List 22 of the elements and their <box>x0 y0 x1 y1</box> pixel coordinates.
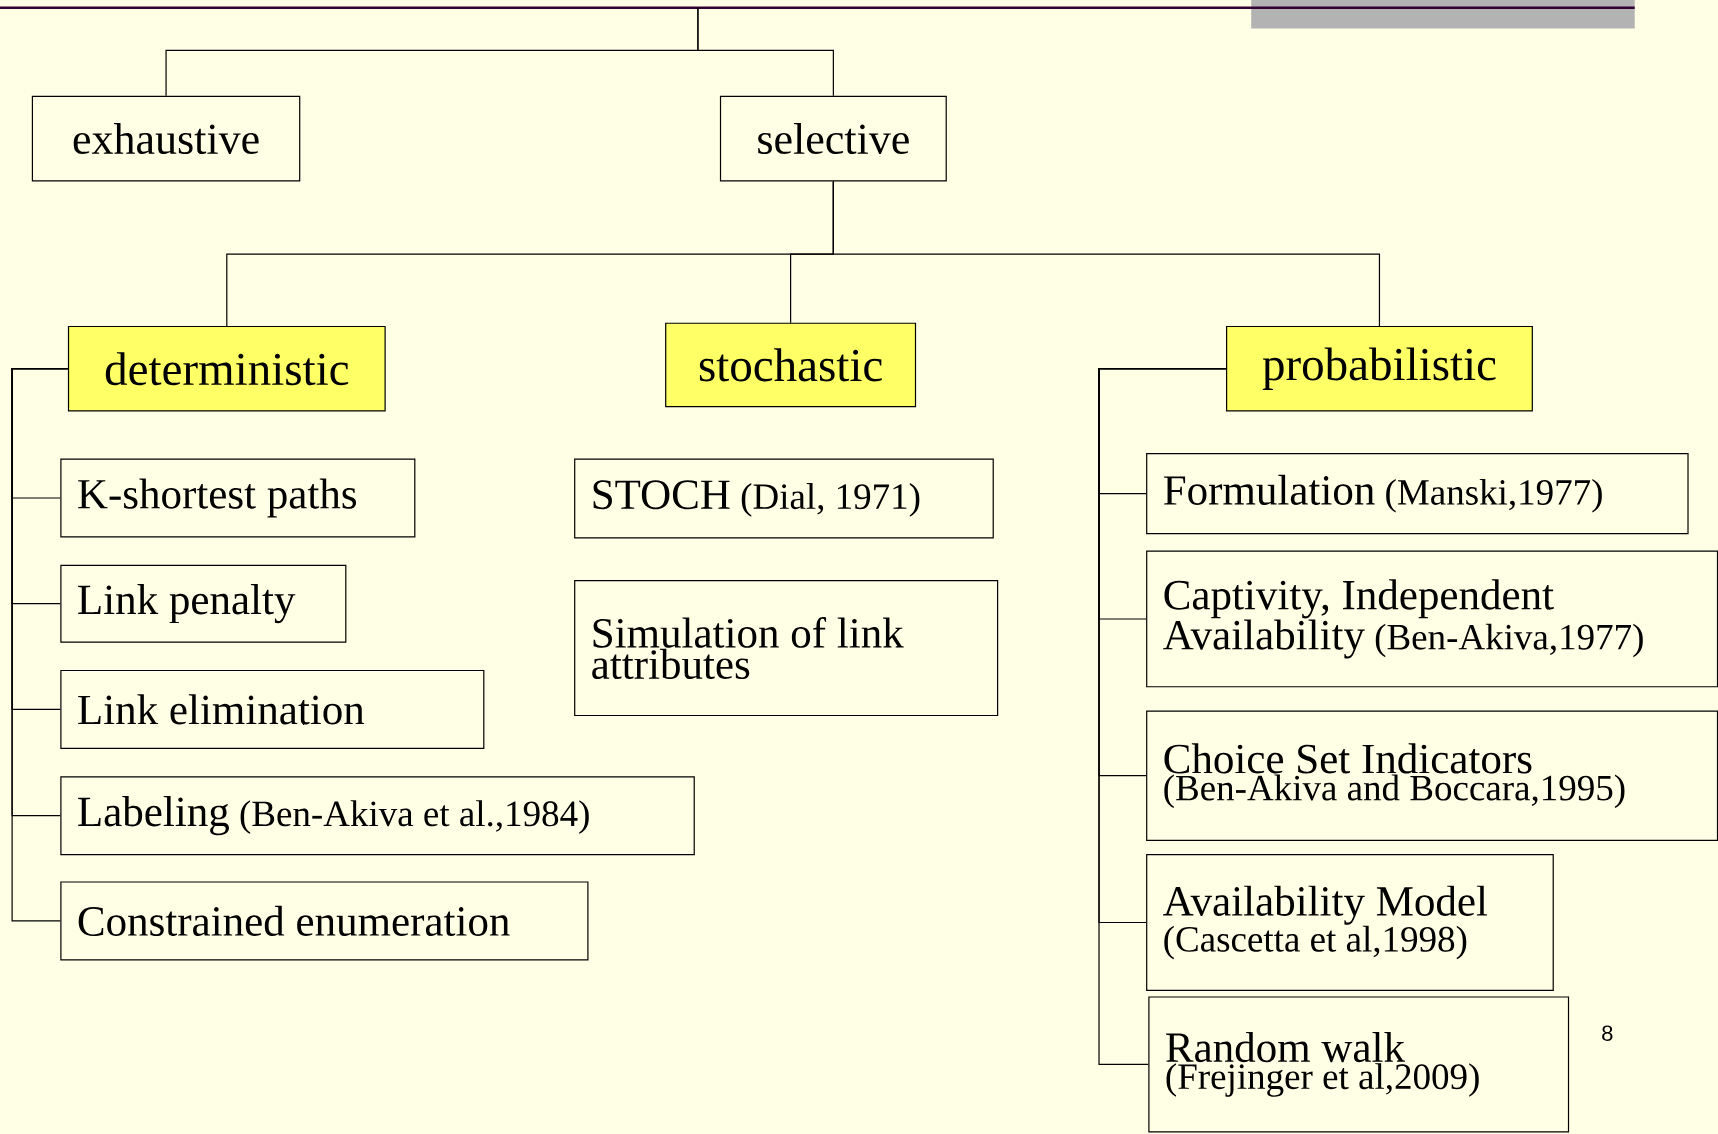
method-box: Choice Set Indicators (Ben-Akiva and Boccara,1995) <box>1146 710 1718 841</box>
category-box: exhaustive <box>31 95 301 182</box>
category-box: selective <box>719 95 947 182</box>
method-box: Simulation of link attributes <box>574 580 999 717</box>
category-box: deterministic <box>67 325 386 412</box>
method-box: Availability Model (Cascetta et al,1998) <box>1146 853 1554 992</box>
connector-line <box>1098 368 1227 1065</box>
method-box: Random walk (Frejinger et al,2009) <box>1148 996 1570 1133</box>
method-box: Link elimination <box>60 669 485 749</box>
connector-line <box>697 7 834 97</box>
method-box: STOCH (Dial, 1971) <box>574 458 994 539</box>
method-box: Labeling (Ben-Akiva et al.,1984) <box>60 776 695 856</box>
method-box: K-shortest paths <box>60 458 416 538</box>
connector-line <box>11 368 69 922</box>
method-box: Constrained enumeration <box>60 881 589 961</box>
method-box: Formulation (Manski,1977) <box>1146 452 1689 535</box>
category-box: stochastic <box>665 322 917 408</box>
connector-line <box>832 180 1381 327</box>
page-number: 8 <box>1602 1025 1613 1041</box>
method-box: Link penalty <box>60 564 347 643</box>
category-box: probabilistic <box>1226 325 1533 412</box>
method-box: Captivity, Independent Availability (Ben-Akiva,1977) <box>1146 550 1718 688</box>
